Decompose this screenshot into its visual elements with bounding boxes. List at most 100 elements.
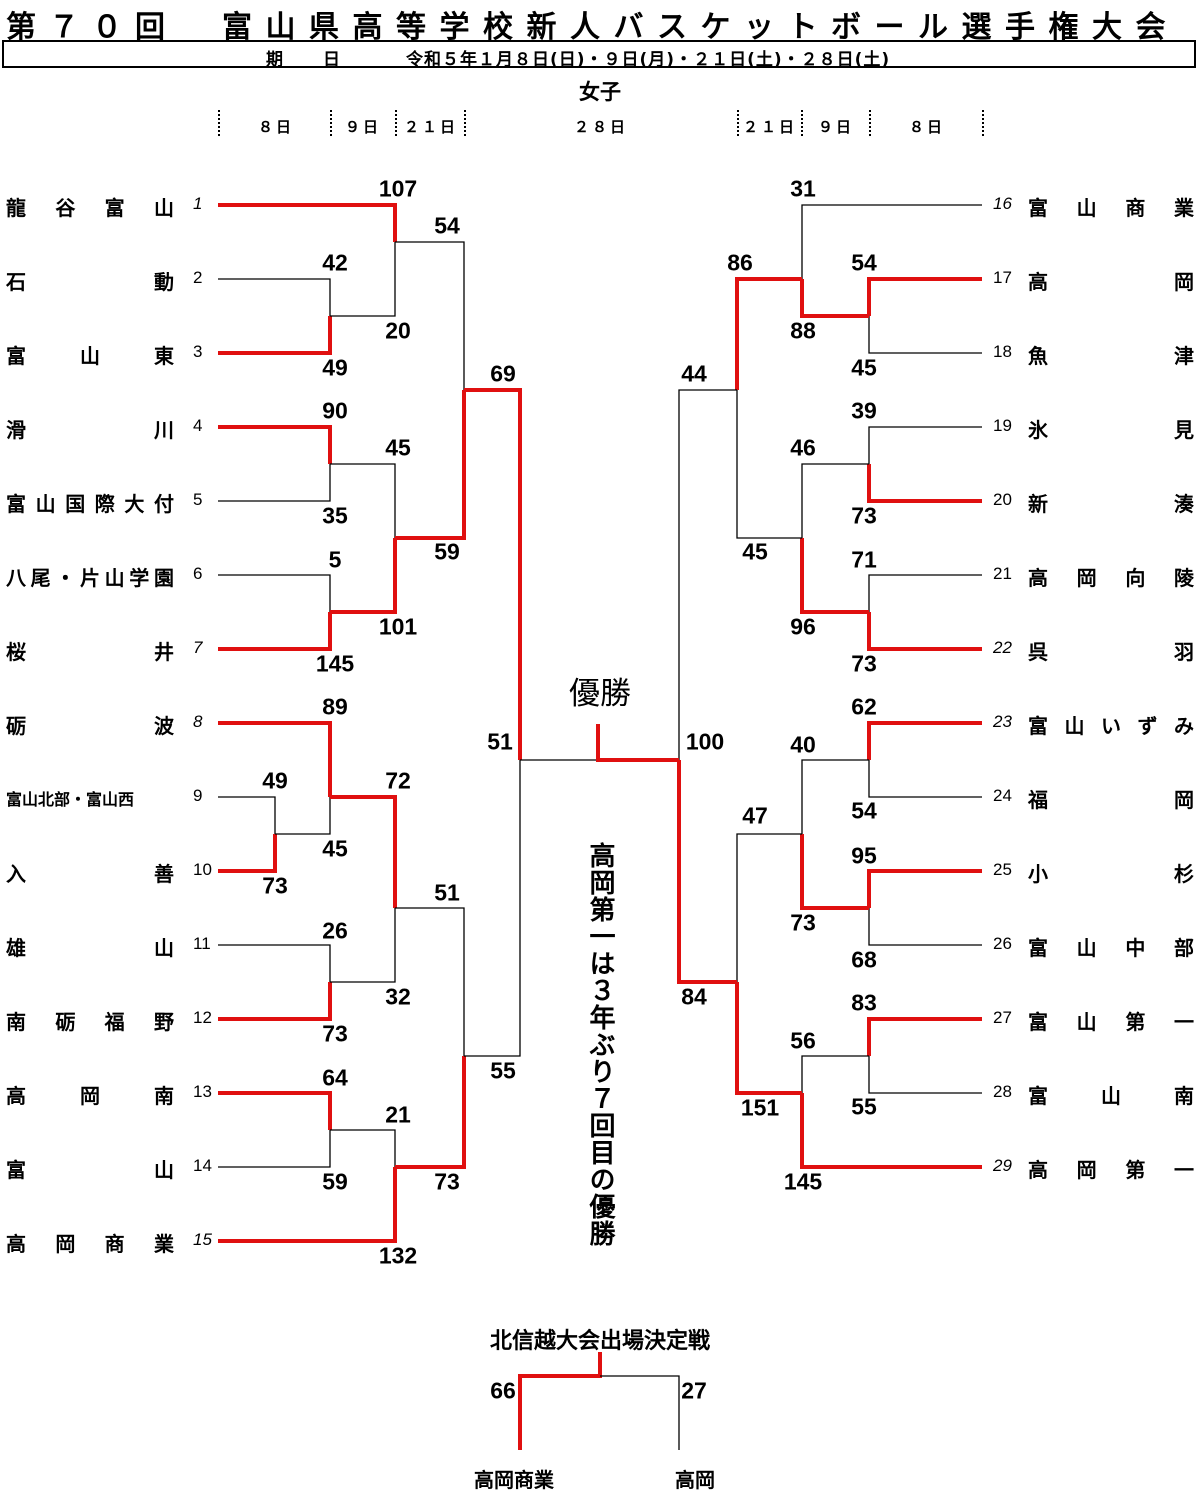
bracket-winner-line xyxy=(218,721,332,797)
score: 45 xyxy=(742,538,768,565)
team-char: 富 xyxy=(6,492,26,516)
bracket-line xyxy=(330,908,396,983)
score: 59 xyxy=(322,1168,348,1195)
team-char: 呉 xyxy=(1028,640,1048,664)
bracket-line xyxy=(330,242,396,317)
score: 54 xyxy=(851,797,877,824)
team-char: 業 xyxy=(1173,196,1194,220)
score: 72 xyxy=(385,767,411,794)
score: 73 xyxy=(434,1168,460,1195)
bracket-winner-line xyxy=(867,612,982,651)
score: 45 xyxy=(385,434,411,461)
round-label-right-2: ９日 xyxy=(817,118,854,136)
team-char: 南 xyxy=(1174,1084,1194,1108)
team-char: 第 xyxy=(1125,1010,1146,1034)
bracket-winner-line xyxy=(218,982,332,1021)
seed-number: 8 xyxy=(193,712,203,731)
bracket-winner-line xyxy=(596,724,679,762)
round-label-left-2: ９日 xyxy=(344,118,381,136)
bracket-line xyxy=(736,390,802,539)
team-name: 福岡 xyxy=(1028,784,1194,812)
bracket-winner-line xyxy=(218,203,397,242)
team-char: 岡 xyxy=(1174,270,1194,294)
round-separator xyxy=(982,110,984,136)
score: 145 xyxy=(315,650,355,677)
team-char: 尾 xyxy=(30,566,51,590)
team-char: ・ xyxy=(55,566,76,590)
score: 45 xyxy=(322,835,348,862)
bracket-line xyxy=(868,426,982,464)
score: 88 xyxy=(790,317,816,344)
seed-number: 7 xyxy=(193,638,203,657)
score: 55 xyxy=(490,1057,516,1084)
bracket-winner-line xyxy=(800,538,869,614)
seed-number: 5 xyxy=(193,490,203,509)
seed-number: 6 xyxy=(193,564,203,583)
team-char: 魚 xyxy=(1028,344,1048,368)
team-char: 津 xyxy=(1174,344,1194,368)
bracket-line xyxy=(464,760,521,1057)
bracket-line xyxy=(868,908,982,946)
team-char: 高 xyxy=(6,1084,26,1108)
team-char: 八 xyxy=(6,566,26,590)
team-char: 井 xyxy=(154,640,174,664)
date-label: 期日 xyxy=(266,50,380,70)
score: 101 xyxy=(378,613,418,640)
team-char: 岡 xyxy=(80,1084,100,1108)
team-char: 東 xyxy=(154,344,174,368)
team-name: 砺波 xyxy=(6,710,174,738)
score: 132 xyxy=(378,1242,418,1269)
team-char: 南 xyxy=(6,1010,26,1034)
score: 35 xyxy=(322,502,348,529)
team-name: 富山南 xyxy=(1028,1080,1194,1108)
team-char: 富 xyxy=(104,196,125,220)
seed-number: 27 xyxy=(993,1008,1012,1027)
team-char: 高 xyxy=(6,1232,26,1256)
team-char: 山 xyxy=(154,936,174,960)
team-name: 魚津 xyxy=(1028,340,1194,368)
score: 49 xyxy=(322,354,348,381)
team-char: 商 xyxy=(104,1232,125,1256)
seed-number: 17 xyxy=(993,268,1012,287)
bracket-line xyxy=(218,278,331,316)
score: 44 xyxy=(681,360,707,387)
seed-number: 22 xyxy=(993,638,1012,657)
team-char: 滑 xyxy=(6,418,26,442)
bracket-line xyxy=(868,760,982,798)
score: 73 xyxy=(851,502,877,529)
team-char: 雄 xyxy=(6,936,26,960)
score: 56 xyxy=(790,1027,816,1054)
team-char: 砺 xyxy=(55,1010,76,1034)
score: 39 xyxy=(851,397,877,424)
team-char: 岡 xyxy=(55,1232,76,1256)
team-name: 滑川 xyxy=(6,414,174,442)
team-name: 富山北部・富山西 xyxy=(6,786,174,810)
team-char: ず xyxy=(1137,714,1158,738)
seed-number: 18 xyxy=(993,342,1012,361)
team-char: 商 xyxy=(1125,196,1146,220)
team-char: 湊 xyxy=(1174,492,1194,516)
round-separator xyxy=(737,110,739,136)
score: 51 xyxy=(487,728,513,755)
bracket-line xyxy=(218,944,331,982)
team-name: 富山東 xyxy=(6,340,174,368)
team-char: 野 xyxy=(153,1010,174,1034)
score: 5 xyxy=(328,546,342,573)
team-char: 氷 xyxy=(1028,418,1048,442)
bracket-line xyxy=(395,241,465,390)
seed-number: 4 xyxy=(193,416,203,435)
hokushinetsu-right-team: 高岡 xyxy=(675,1468,715,1492)
team-char: 富 xyxy=(1028,714,1048,738)
team-char: 富 xyxy=(6,344,26,368)
team-char: 高 xyxy=(1028,270,1048,294)
bracket-winner-line xyxy=(800,834,869,910)
seed-number: 28 xyxy=(993,1082,1012,1101)
round-label-right-3: ２１日 xyxy=(742,118,797,136)
round-separator xyxy=(801,110,803,136)
bracket-winner-line xyxy=(677,760,737,984)
score: 95 xyxy=(851,842,877,869)
team-char: 谷 xyxy=(55,196,76,220)
bracket-line xyxy=(330,1129,396,1167)
bracket-winner-line xyxy=(735,277,802,390)
team-name: 小杉 xyxy=(1028,858,1194,886)
